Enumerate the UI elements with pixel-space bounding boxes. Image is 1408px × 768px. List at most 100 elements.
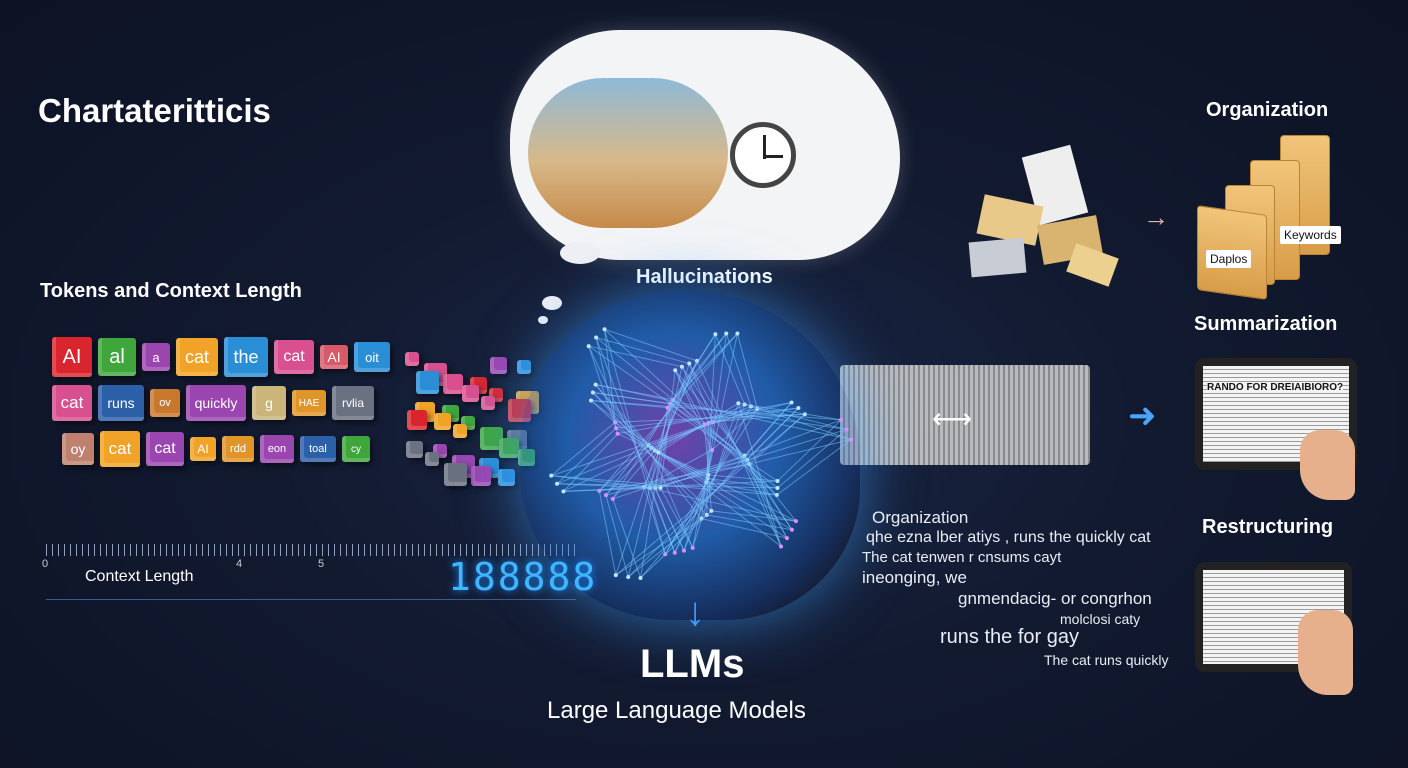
token-cube: cat [146,432,184,466]
network-node [687,361,692,366]
scattered-text: molclosi caty [1060,611,1141,627]
token-cube: HAE [292,390,326,416]
context-length-ruler: 0 4 5 Context Length [42,540,576,600]
network-link [706,514,793,531]
network-link [737,403,782,547]
network-link [563,423,705,492]
brain-network-illustration [520,290,860,620]
network-link [704,424,712,511]
network-link [776,439,852,496]
token-cube: rvlia [332,386,374,420]
network-link [563,487,661,492]
network-node [789,527,794,532]
network-link [736,333,758,409]
network-node [775,479,780,484]
token-cube [462,385,479,402]
network-link [551,421,713,477]
token-cube [517,360,531,374]
network-link [674,370,706,425]
network-node [594,335,599,340]
scattered-text: ineonging, we [862,568,967,587]
token-cube [444,463,467,486]
network-link [588,345,619,434]
network-link [605,447,652,496]
clock-icon [730,122,796,188]
token-cube: quickly [186,385,246,421]
network-node [681,548,686,553]
network-link [660,487,694,549]
network-node [589,398,594,403]
scattered-text: The cat tenwen r cnsums cayt [862,549,1062,566]
llms-subtitle: Large Language Models [547,697,806,724]
network-link [612,333,716,500]
network-link [660,419,842,489]
token-counter: 188888 [448,555,598,599]
network-link [551,475,650,489]
network-node [615,431,620,436]
token-cube: AI [320,345,348,369]
network-link [592,392,708,516]
network-link [595,336,690,365]
network-node [793,519,798,524]
folder-label-daplos: Daplos [1206,250,1252,268]
network-node [775,485,780,490]
network-link [627,407,799,578]
token-cube: al [98,338,136,376]
network-link [592,392,847,430]
network-node [593,382,598,387]
network-node [658,485,663,490]
network-link [617,401,792,435]
token-cube: runs [98,385,144,421]
network-link [705,333,738,483]
token-cube: g [252,386,286,420]
network-node [789,400,794,405]
thought-bubble [538,316,548,324]
network-node [690,545,695,550]
network-link [556,422,709,485]
hand-illustration [1300,430,1355,500]
network-link [674,370,713,451]
desert-fish-illustration [528,78,728,228]
network-link [648,444,782,547]
network-link [556,427,617,485]
network-node [736,401,741,406]
tick-label: 4 [236,558,243,570]
network-link [590,399,842,421]
network-link [588,345,685,551]
network-link [658,452,797,522]
network-node [603,493,608,498]
network-link [711,510,797,522]
token-cube [443,374,463,394]
network-link [692,403,739,548]
token-cube [499,438,519,458]
network-link [744,404,847,430]
token-cube: cat [274,340,314,374]
arrow-down-icon: ↓ [685,590,705,634]
network-link [598,490,617,576]
token-cube: cat [100,431,140,467]
network-link [664,408,758,555]
network-link [648,444,694,549]
network-link [777,429,847,489]
network-link [588,345,745,457]
network-link [681,366,793,530]
network-link [604,328,698,362]
summary-heading: RANDO FOR DREIAIBIORO? [1207,382,1344,393]
network-link [657,402,739,453]
hallucination-cloud [510,30,900,260]
llms-title: LLMs [640,642,745,686]
network-node [626,574,631,579]
network-node [796,406,801,411]
network-link [692,449,713,548]
scattered-text: runs the for gay [940,626,1079,648]
network-node [590,390,595,395]
token-cube: a [142,343,170,371]
network-node [638,575,643,580]
network-link [595,337,676,553]
token-cube [481,396,495,410]
network-link [704,401,792,425]
network-link [588,345,683,368]
network-node [724,331,729,336]
network-link [651,447,788,539]
token-cube [471,466,491,486]
